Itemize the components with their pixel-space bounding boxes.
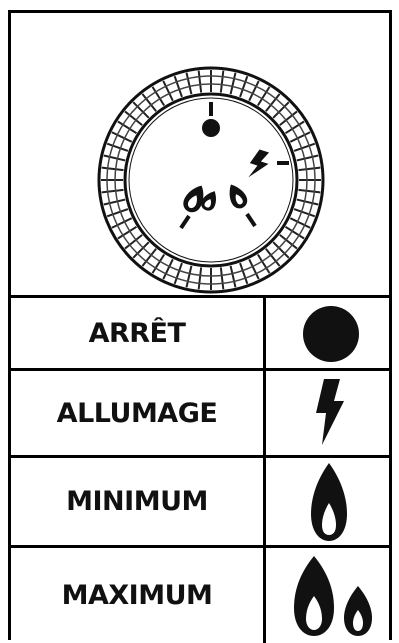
legend-symbol-cell xyxy=(269,371,389,455)
legend-row-ignition: ALLUMAGE xyxy=(11,371,389,458)
small-flame-icon xyxy=(304,459,354,545)
legend-label-cell: MAXIMUM xyxy=(11,548,266,643)
legend-symbol-cell xyxy=(269,548,389,643)
large-flame-icon xyxy=(274,552,384,640)
legend-label-min: MINIMUM xyxy=(66,486,208,517)
dot-icon xyxy=(294,298,364,368)
legend-row-off: ARRÊT xyxy=(11,298,389,371)
legend-symbol-cell xyxy=(269,458,389,545)
legend-frame: ARRÊT ALLUMAGE MINIMUM xyxy=(8,10,392,640)
legend-label-ignition: ALLUMAGE xyxy=(57,398,218,429)
legend-label-off: ARRÊT xyxy=(89,318,186,349)
legend-label-max: MAXIMUM xyxy=(62,580,213,611)
legend-label-cell: MINIMUM xyxy=(11,458,266,545)
legend-row-max: MAXIMUM xyxy=(11,548,389,643)
lightning-icon xyxy=(304,373,354,453)
legend-label-cell: ARRÊT xyxy=(11,298,266,368)
legend-label-cell: ALLUMAGE xyxy=(11,371,266,455)
control-knob-illustration xyxy=(11,13,389,295)
legend-symbol-cell xyxy=(269,298,389,368)
legend-row-min: MINIMUM xyxy=(11,458,389,548)
legend-table: ARRÊT ALLUMAGE MINIMUM xyxy=(11,298,389,643)
dial-panel xyxy=(11,13,389,298)
